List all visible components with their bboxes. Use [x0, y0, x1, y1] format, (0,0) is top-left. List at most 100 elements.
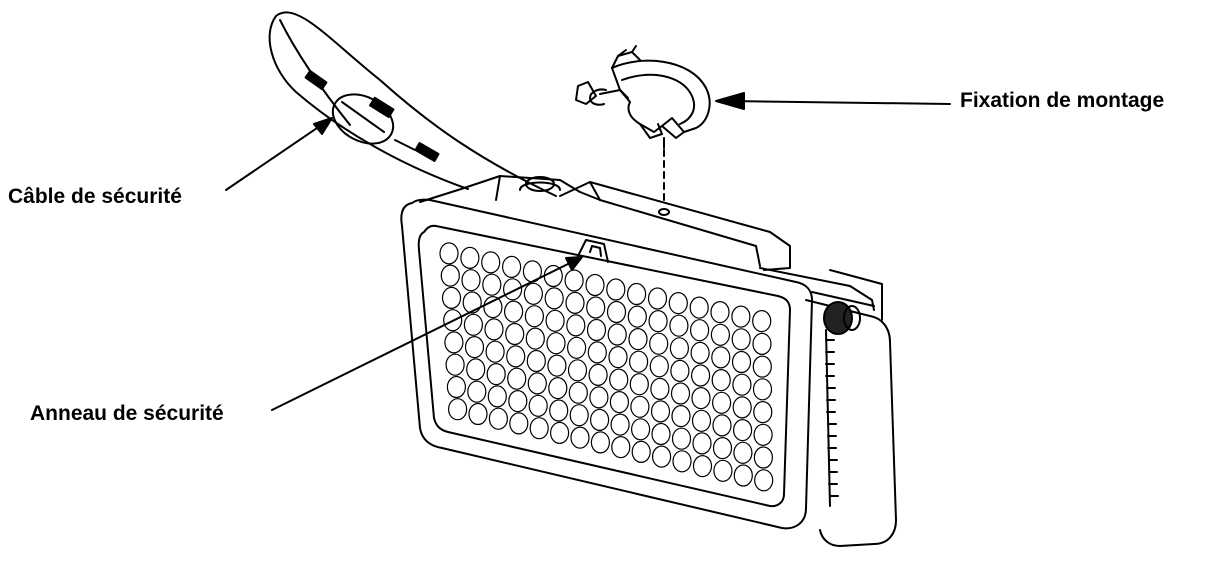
led-lens — [690, 341, 710, 364]
led-panel-fixture — [400, 175, 897, 547]
led-lens — [461, 269, 481, 292]
led-lens — [508, 390, 528, 413]
led-lens — [733, 441, 753, 464]
led-lens — [670, 359, 690, 382]
led-lens — [711, 391, 732, 414]
led-lens — [689, 319, 710, 342]
led-lens — [462, 291, 482, 314]
led-lens — [733, 464, 753, 487]
led-lens — [690, 364, 711, 387]
led-lens — [439, 242, 459, 265]
led-lens — [713, 459, 733, 482]
led-lens — [732, 373, 752, 396]
led-lens — [606, 278, 626, 301]
led-lens — [731, 305, 751, 328]
led-lens — [732, 396, 752, 419]
led-lens — [651, 422, 671, 446]
led-lens — [567, 359, 588, 382]
led-lens — [711, 346, 731, 369]
led-lens — [487, 385, 507, 408]
label-safety-cable: Câble de sécurité — [8, 185, 182, 208]
led-lens — [570, 426, 590, 449]
led-lens — [628, 350, 649, 373]
led-lens — [692, 455, 713, 478]
led-lens — [506, 345, 526, 368]
led-lens — [609, 391, 630, 414]
led-lens — [547, 354, 567, 377]
led-lens — [651, 445, 672, 468]
led-lens — [466, 358, 486, 381]
led-lens — [485, 340, 505, 363]
led-lens — [608, 346, 628, 369]
led-lens — [589, 408, 610, 431]
led-lens — [566, 314, 586, 337]
led-lens — [548, 377, 568, 400]
led-lens — [611, 436, 631, 459]
led-lens — [486, 363, 506, 386]
led-lens — [443, 309, 463, 332]
led-lens — [569, 404, 589, 427]
led-lens — [565, 291, 585, 314]
led-lens — [445, 353, 465, 376]
led-lens — [444, 331, 464, 354]
led-lens — [568, 381, 588, 404]
led-lens — [488, 407, 508, 430]
led-lens — [692, 432, 712, 455]
led-lens — [671, 427, 692, 450]
led-lens — [464, 336, 485, 359]
led-lens — [753, 423, 773, 446]
led-lens — [710, 301, 730, 324]
led-lens — [460, 246, 480, 269]
safety-cable-drawing — [268, 11, 557, 197]
led-lens — [752, 355, 772, 378]
led-lens — [732, 419, 753, 442]
led-lens — [585, 273, 605, 297]
led-lens — [671, 405, 691, 428]
label-mounting-clamp: Fixation de montage — [960, 89, 1165, 112]
led-lens — [752, 310, 772, 333]
led-lens — [507, 367, 527, 390]
led-lens — [712, 437, 733, 460]
led-lens — [545, 309, 565, 332]
led-lens — [627, 305, 647, 328]
led-lens — [586, 318, 607, 342]
led-lens — [468, 402, 488, 426]
led-lens — [752, 378, 773, 401]
led-lens — [672, 450, 692, 473]
led-lens — [607, 323, 627, 346]
led-lens — [629, 373, 649, 396]
led-lens — [712, 414, 732, 437]
led-lens — [483, 296, 503, 319]
led-lens — [463, 313, 483, 336]
led-lens — [631, 440, 651, 463]
led-lens — [441, 286, 462, 309]
led-lens — [668, 292, 688, 315]
led-lens — [446, 375, 466, 399]
led-lens — [549, 421, 570, 444]
led-lens — [502, 255, 522, 278]
led-lens — [731, 350, 752, 374]
led-lens — [630, 395, 650, 418]
led-lens — [524, 305, 545, 328]
led-lens — [588, 363, 608, 386]
led-lens — [630, 418, 651, 441]
led-lens — [626, 282, 647, 306]
led-lens — [505, 322, 525, 346]
led-lens — [484, 318, 504, 341]
led-lens — [649, 332, 669, 355]
led-lens — [467, 380, 487, 403]
led-lens — [752, 332, 772, 355]
led-lens — [566, 336, 587, 359]
led-lens — [590, 431, 611, 454]
led-lens — [647, 287, 668, 310]
led-lens — [649, 355, 669, 378]
led-lens — [544, 287, 564, 310]
led-lens — [691, 387, 711, 410]
led-lens — [754, 469, 774, 492]
led-lens — [669, 314, 689, 337]
led-lens — [628, 328, 648, 351]
led-lens — [549, 399, 569, 422]
led-lens-grid — [439, 242, 774, 492]
